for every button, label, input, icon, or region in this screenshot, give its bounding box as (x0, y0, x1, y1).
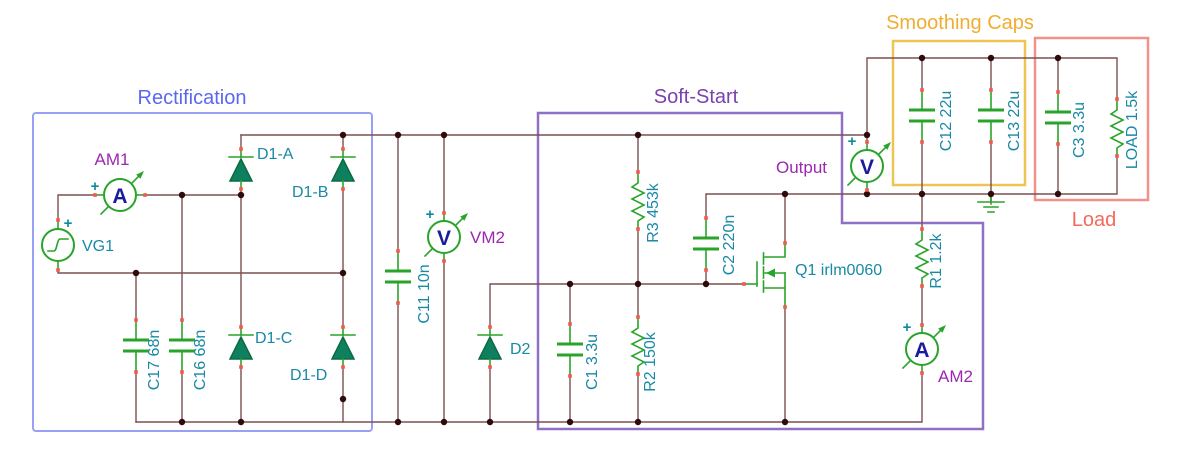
label-load: LOAD 1.5k (1124, 90, 1141, 169)
smoothing-caps-title: Smoothing Caps (886, 12, 1034, 34)
vm2-letter: V (437, 227, 451, 250)
diode-d1d-icon[interactable] (330, 326, 356, 368)
label-c1: C1 3.3u (584, 334, 601, 390)
label-c2: C2 220n (721, 215, 738, 276)
label-d1c: D1-C (255, 330, 292, 347)
wire-gate-net (489, 228, 745, 328)
voltmeter-output-icon[interactable] (847, 141, 892, 190)
soft-start-section-box (536, 111, 985, 431)
capacitor-c13-icon[interactable] (976, 88, 1006, 143)
am1-letter: A (112, 185, 127, 208)
output-voltmeter-plus: + (848, 133, 857, 150)
diode-d1b-icon[interactable] (330, 148, 356, 190)
capacitor-c11-icon[interactable] (383, 249, 413, 304)
vg1-plus: + (64, 215, 73, 232)
label-vg1: VG1 (82, 238, 114, 255)
load-title: Load (1072, 209, 1117, 231)
label-q1: Q1 irlm0060 (795, 262, 882, 279)
pin-marks (56, 88, 1119, 378)
label-r2: R2 150k (642, 331, 659, 392)
label-c11: C11 10n (416, 264, 433, 323)
label-am1: AM1 (95, 150, 130, 169)
wire-dc-minus-rail (135, 260, 923, 423)
label-r3: R3 453k (645, 182, 662, 243)
label-c16: C16 68n (192, 330, 209, 391)
vm2-plus: + (426, 206, 435, 223)
label-c13: C13 22u (1006, 91, 1023, 152)
label-c3: C3 3.3u (1071, 102, 1088, 158)
ammeter-am2-icon[interactable] (902, 324, 947, 373)
label-c12: C12 22u (938, 91, 955, 152)
label-c17: C17 68n (146, 330, 163, 391)
voltage-source-vg1-icon[interactable] (41, 219, 75, 271)
capacitor-c2-icon[interactable] (691, 216, 721, 271)
output-voltmeter-letter: V (860, 156, 874, 179)
load-section-box (1033, 36, 1150, 202)
wire-output-net (705, 141, 1118, 326)
diode-d2-icon[interactable] (477, 326, 503, 368)
am1-plus: + (91, 178, 100, 195)
smoothing-caps-section-box (891, 39, 1027, 187)
resistor-r3-icon[interactable] (631, 171, 645, 230)
label-d1b: D1-B (292, 184, 328, 201)
capacitor-c12-icon[interactable] (907, 88, 937, 143)
rectification-title: Rectification (138, 87, 247, 109)
rectification-section-box (32, 112, 373, 432)
ground-symbol (977, 193, 1005, 213)
mosfet-q1-icon[interactable] (744, 243, 786, 307)
label-d2: D2 (510, 341, 531, 358)
capacitor-c3-icon[interactable] (1043, 90, 1073, 145)
label-r1: R1 1.2k (928, 232, 945, 288)
label-d1a: D1-A (257, 146, 294, 163)
diode-d1c-icon[interactable] (228, 326, 254, 368)
capacitor-c1-icon[interactable] (555, 322, 585, 377)
am2-letter: A (914, 339, 929, 362)
label-vm2: VM2 (470, 228, 505, 247)
am2-plus: + (903, 319, 912, 336)
junction-dots (132, 54, 1062, 426)
wire-dc-plus-rail (240, 134, 868, 252)
label-output: Output (776, 158, 827, 177)
soft-start-title: Soft-Start (654, 86, 739, 108)
diode-d1a-icon[interactable] (228, 148, 254, 190)
ammeter-am1-icon[interactable] (95, 170, 145, 215)
label-d1d: D1-D (290, 367, 327, 384)
resistor-r1-icon[interactable] (915, 228, 929, 287)
resistor-load-icon[interactable] (1110, 98, 1124, 157)
voltmeter-vm2-icon[interactable] (424, 212, 469, 261)
label-am2: AM2 (938, 367, 973, 386)
